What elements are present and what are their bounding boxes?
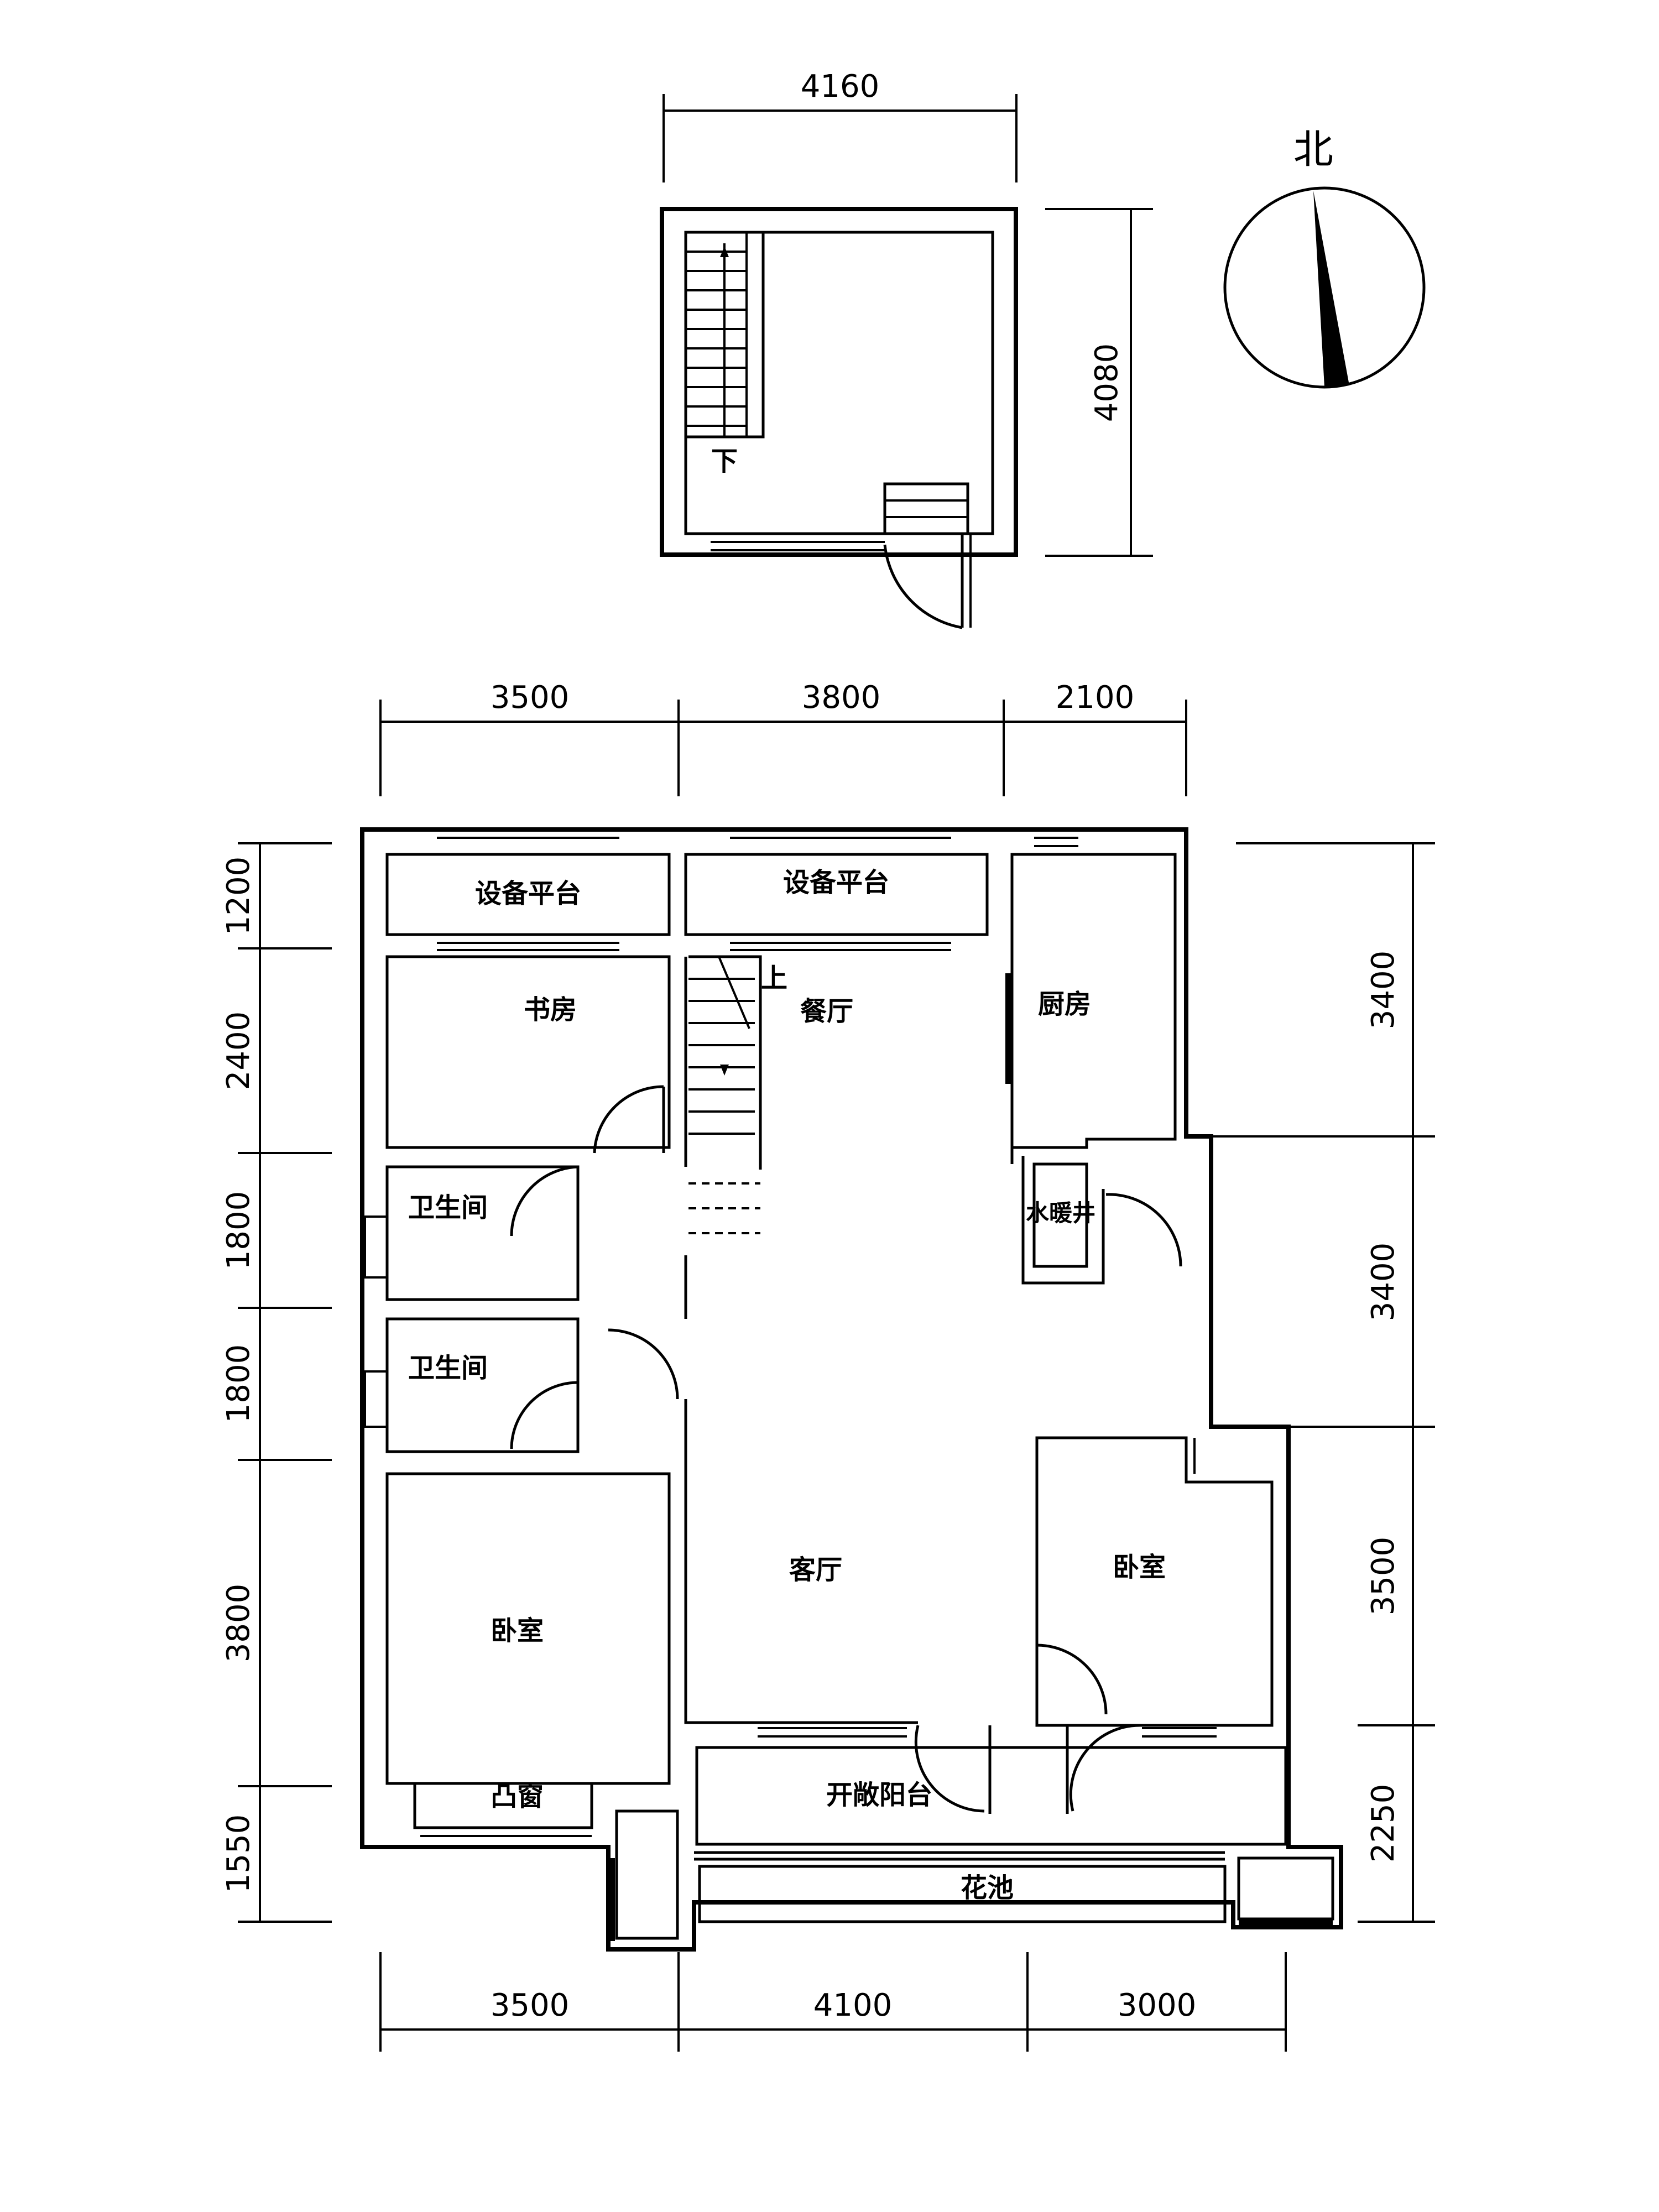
bottom-dim-1: 3500 bbox=[491, 1987, 570, 2023]
left-dim-5: 3800 bbox=[221, 1584, 257, 1663]
loft-height-dim: 4080 bbox=[1089, 343, 1125, 422]
stair-up-label: 上 bbox=[761, 963, 787, 994]
loft-stair-label: 下 bbox=[711, 446, 738, 477]
loft-plan: 4160 4080 下 bbox=[660, 69, 1153, 629]
room-equip-platform-2: 设备平台 bbox=[783, 867, 889, 898]
room-bath-2: 卫生间 bbox=[408, 1353, 488, 1384]
bottom-dim-3: 3000 bbox=[1118, 1987, 1197, 2023]
room-equip-platform-1: 设备平台 bbox=[475, 878, 581, 909]
right-dim-4: 2250 bbox=[1365, 1784, 1401, 1863]
room-living: 客厅 bbox=[789, 1554, 842, 1585]
left-dim-1: 1200 bbox=[221, 857, 257, 936]
left-dim-2: 2400 bbox=[221, 1011, 257, 1091]
bottom-dimensions: 3500 4100 3000 bbox=[379, 1952, 1287, 2052]
room-bay-window: 凸窗 bbox=[491, 1781, 544, 1812]
north-compass: 北 bbox=[1223, 126, 1426, 389]
right-dim-2: 3400 bbox=[1365, 1243, 1401, 1322]
top-dim-3: 2100 bbox=[1056, 680, 1135, 716]
left-dim-3: 1800 bbox=[221, 1191, 257, 1270]
room-study: 书房 bbox=[524, 994, 577, 1025]
room-bedroom-right: 卧室 bbox=[1113, 1552, 1166, 1583]
room-bath-1: 卫生间 bbox=[408, 1192, 488, 1223]
room-balcony: 开敞阳台 bbox=[826, 1780, 932, 1811]
loft-width-dim: 4160 bbox=[801, 69, 880, 105]
room-dining: 餐厅 bbox=[800, 996, 853, 1027]
compass-label: 北 bbox=[1293, 126, 1333, 173]
north-arrow-icon bbox=[1313, 191, 1349, 387]
top-dim-1: 3500 bbox=[491, 680, 570, 716]
left-dim-6: 1550 bbox=[221, 1814, 257, 1893]
top-dim-2: 3800 bbox=[802, 680, 881, 716]
top-dimensions: 3500 3800 2100 bbox=[379, 680, 1187, 796]
left-dim-4: 1800 bbox=[221, 1344, 257, 1423]
room-bedroom-left: 卧室 bbox=[491, 1615, 544, 1646]
right-dim-1: 3400 bbox=[1365, 951, 1401, 1030]
right-dimensions: 3400 3400 3500 2250 bbox=[1197, 842, 1435, 1923]
main-plan: 设备平台 设备平台 书房 上 餐厅 厨房 卫生间 水暖井 卫生间 客厅 卧室 卧… bbox=[360, 827, 1343, 1952]
left-dimensions: 1200 2400 1800 1800 3800 1550 bbox=[221, 842, 332, 1923]
room-planter: 花池 bbox=[961, 1872, 1014, 1903]
room-kitchen: 厨房 bbox=[1038, 989, 1091, 1020]
room-shaft: 水暖井 bbox=[1026, 1199, 1095, 1227]
right-dim-3: 3500 bbox=[1365, 1537, 1401, 1616]
bottom-dim-2: 4100 bbox=[813, 1987, 893, 2023]
